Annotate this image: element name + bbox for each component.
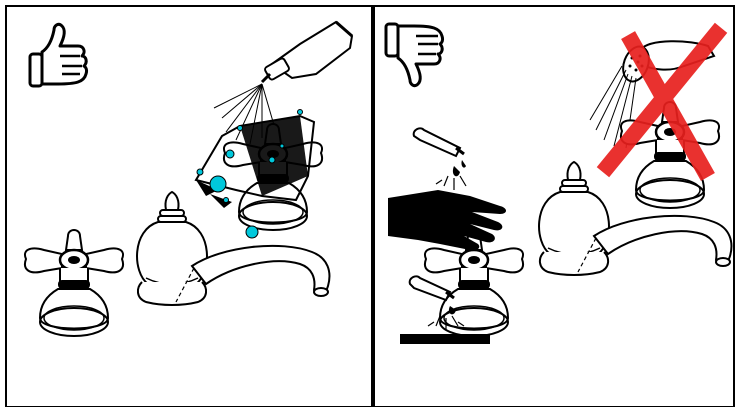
thumbs-up-icon [30, 24, 87, 86]
cleaner-tube-icon [262, 22, 352, 82]
thumbs-down-icon [386, 24, 443, 86]
glove-hand-icon [388, 190, 506, 251]
right-panel [386, 24, 731, 344]
surface-bar [400, 334, 490, 344]
faucet-handle-front [25, 230, 123, 336]
dropper-icon [414, 128, 466, 190]
left-panel [25, 22, 352, 336]
